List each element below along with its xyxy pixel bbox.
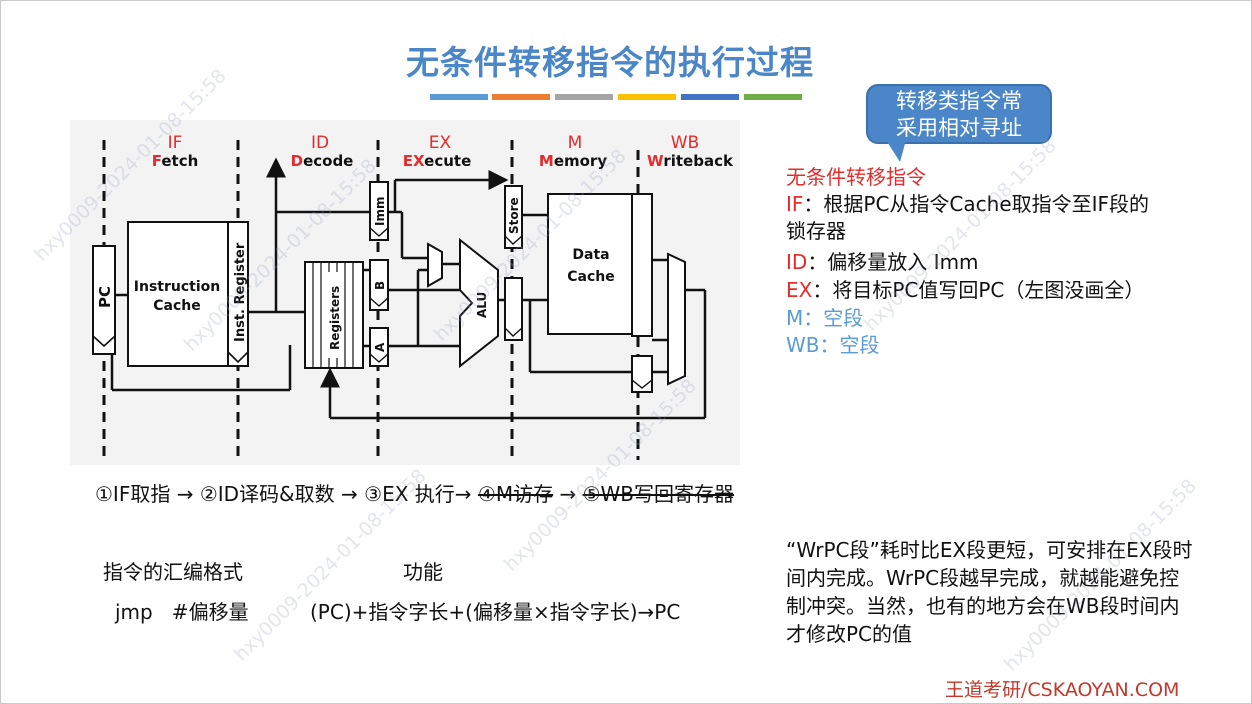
stage-ex-name: EX — [429, 133, 452, 153]
b-label: B — [373, 281, 387, 290]
stage-if-full: Fetch — [152, 152, 199, 170]
stage-id-first: D — [291, 152, 303, 170]
flow-step-if: ①IF取指 — [95, 482, 171, 506]
stage-ex-full: EXecute — [403, 152, 472, 170]
store-label: Store — [507, 197, 521, 234]
alu-label: ALU — [475, 292, 489, 318]
stage-if-first: F — [152, 152, 162, 170]
stage-m-first: M — [539, 152, 554, 170]
inst-register-latch: Inst. Register — [227, 221, 249, 367]
desc-if: IF：根据PC从指令Cache取指令至IF段的 — [786, 191, 1149, 218]
callout-line-1: 转移类指令常 — [896, 89, 1022, 113]
table-func: (PC)+指令字长+(偏移量×指令字长)→PC — [310, 600, 681, 624]
callout-line-2: 采用相对寻址 — [896, 116, 1022, 140]
desc-id-label: ID — [786, 250, 808, 274]
pc-latch: PC — [92, 245, 116, 355]
stage-wb-first: W — [647, 152, 664, 170]
desc-id-text: ：偏移量放入 Imm — [807, 250, 979, 274]
register-file: Registers — [304, 261, 364, 369]
table-header-function: 功能 — [403, 560, 443, 584]
stage-id-name: ID — [311, 133, 329, 153]
mem-wb-latch — [631, 193, 653, 337]
desc-if-text: ：根据PC从指令Cache取指令至IF段的 — [803, 192, 1150, 216]
pc-label: PC — [96, 286, 114, 308]
flow-arrow: → — [559, 482, 577, 506]
flow-step-id: ②ID译码&取数 — [199, 482, 335, 506]
note-paragraph: “WrPC段”耗时比EX段更短，可安排在EX段时间内完成。WrPC段越早完成，就… — [786, 538, 1193, 646]
registers-label: Registers — [328, 286, 342, 350]
callout-bubble: 转移类指令常 采用相对寻址 — [866, 84, 1052, 144]
desc-if-label: IF — [786, 192, 804, 216]
flow-step-wb: ⑤WB写回寄存器 — [582, 482, 734, 506]
stage-ex-first: EX — [403, 152, 425, 170]
alu-mux — [427, 242, 443, 288]
flow-step-m: ④M访存 — [477, 482, 554, 506]
slide-title: 无条件转移指令的执行过程 — [406, 43, 814, 82]
desc-ex: EX：将目标PC值写回PC（左图没画全） — [786, 277, 1144, 304]
flow-step-ex: ③EX 执行 — [364, 482, 455, 506]
stage-ex-rest: ecute — [424, 152, 471, 170]
ex-mem-latch — [504, 277, 523, 341]
accent-bar — [555, 94, 613, 100]
desc-ex-label: EX — [786, 278, 813, 302]
stage-if-name: IF — [168, 133, 183, 153]
accent-bar — [744, 94, 802, 100]
store-latch: Store — [504, 185, 523, 249]
accent-bar — [492, 94, 550, 100]
instruction-cache: Instruction Cache — [127, 221, 229, 367]
desc-m: M：空段 — [786, 306, 864, 330]
accent-bar — [430, 94, 488, 100]
stage-m-name: M — [568, 133, 583, 153]
flow-arrow: → — [454, 482, 472, 506]
desc-wb: WB：空段 — [786, 333, 880, 357]
icache-label-1: Instruction — [134, 279, 220, 295]
stage-wb-name: WB — [671, 133, 699, 153]
desc-ex-text: ：将目标PC值写回PC（左图没画全） — [812, 278, 1145, 302]
icache-label-2: Cache — [153, 298, 200, 314]
stage-m-full: Memory — [539, 152, 607, 170]
table-instr: jmp #偏移量 — [115, 600, 249, 624]
stage-wb-rest: riteback — [663, 152, 734, 170]
b-latch: B — [369, 259, 389, 311]
accent-bar — [618, 94, 676, 100]
callout-tail — [886, 140, 906, 162]
imm-label: Imm — [373, 197, 387, 226]
accent-bar — [681, 94, 739, 100]
a-latch: A — [369, 327, 389, 367]
dcache-label-1: Data — [572, 247, 609, 263]
wb-mux — [667, 252, 686, 386]
stage-if-rest: etch — [161, 152, 198, 170]
dcache-label-2: Cache — [567, 269, 614, 285]
ir-label: Inst. Register — [233, 242, 248, 342]
stage-wb-full: Writeback — [647, 152, 734, 170]
pipeline-flow: ①IF取指 → ②ID译码&取数 → ③EX 执行→ ④M访存 → ⑤WB写回寄… — [95, 478, 734, 507]
flow-arrow: → — [176, 482, 194, 506]
desc-if-cont: 锁存器 — [786, 219, 846, 243]
stage-id-full: Decode — [291, 152, 354, 170]
stage-m-rest: emory — [554, 152, 608, 170]
desc-id: ID：偏移量放入 Imm — [786, 249, 979, 276]
table-header-format: 指令的汇编格式 — [103, 560, 243, 584]
flow-arrow: → — [341, 482, 358, 506]
imm-latch: Imm — [369, 181, 389, 241]
desc-heading: 无条件转移指令 — [786, 165, 926, 189]
alu: ALU — [459, 237, 499, 369]
a-label: A — [373, 342, 387, 352]
stage-id-rest: ecode — [303, 152, 353, 170]
footer-brand: 王道考研/CSKAOYAN.COM — [945, 679, 1180, 701]
data-cache: Data Cache — [547, 193, 633, 335]
mem-wb-small-latch — [631, 355, 653, 393]
